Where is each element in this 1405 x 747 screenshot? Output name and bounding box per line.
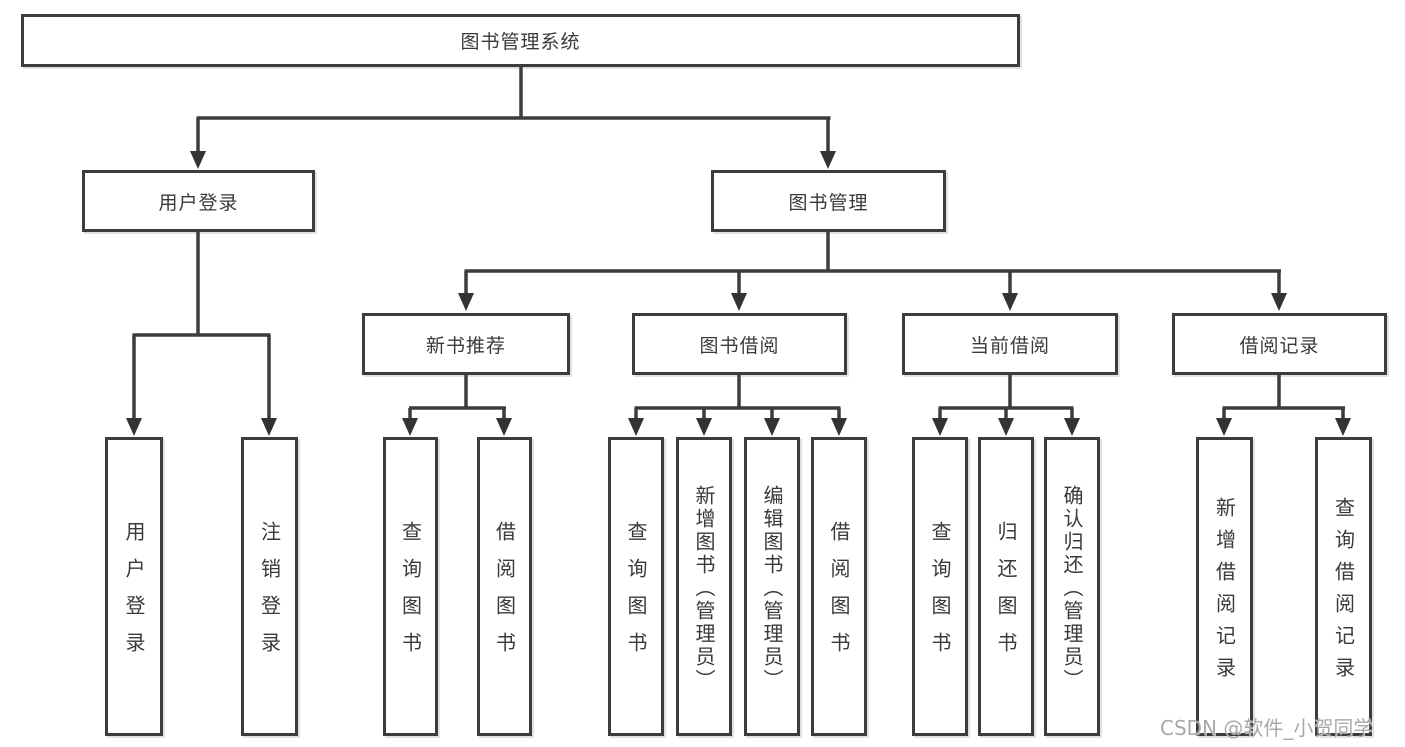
leaf-logout: 注销登录 (241, 437, 298, 736)
node-book-management-label: 图书管理 (788, 191, 869, 214)
leaf-confirm-return-admin: 确认归还（管理员） (1044, 437, 1100, 736)
connector-newbook-to-leaves (402, 375, 512, 436)
leaf-query-borrow-record: 查询借阅记录 (1315, 437, 1372, 736)
connector-userlogin-to-leaves (126, 231, 277, 436)
node-current-borrowing: 当前借阅 (902, 313, 1118, 375)
leaf-add-borrow-record-label: 新增借阅记录 (1212, 496, 1237, 689)
connector-records-to-leaves (1216, 375, 1351, 436)
node-book-borrowing-label: 图书借阅 (699, 334, 780, 357)
leaf-confirm-return-admin-label: 确认归还（管理员） (1060, 484, 1084, 692)
leaf-query-books-recommend: 查询图书 (383, 437, 438, 736)
leaf-add-borrow-record: 新增借阅记录 (1196, 437, 1253, 736)
leaf-query-books-current-label: 查询图书 (928, 521, 952, 669)
leaf-edit-books-admin: 编辑图书（管理员） (744, 437, 800, 736)
csdn-watermark: CSDN @软件_小贺同学 (1160, 716, 1374, 740)
leaf-borrow-books-recommend-label: 借阅图书 (492, 521, 517, 669)
connector-current-to-leaves (932, 374, 1080, 436)
node-borrowing-records: 借阅记录 (1172, 313, 1387, 375)
node-book-borrowing: 图书借阅 (632, 313, 847, 375)
leaf-borrow-books-label: 借阅图书 (827, 521, 851, 669)
connector-borrow-to-leaves (628, 374, 847, 436)
node-user-login-label: 用户登录 (158, 191, 239, 214)
leaf-query-books-recommend-label: 查询图书 (398, 521, 423, 669)
leaf-edit-books-admin-label: 编辑图书（管理员） (760, 484, 784, 692)
connector-bookmgmt-to-level3 (458, 231, 1287, 311)
leaf-add-books-admin-label: 新增图书（管理员） (692, 484, 716, 692)
node-system-root-label: 图书管理系统 (460, 31, 581, 53)
node-user-login: 用户登录 (82, 170, 315, 232)
node-borrowing-records-label: 借阅记录 (1239, 334, 1320, 357)
node-book-management: 图书管理 (711, 170, 946, 232)
leaf-query-books-current: 查询图书 (912, 437, 968, 736)
node-new-book-recommend-label: 新书推荐 (425, 334, 506, 357)
leaf-add-books-admin: 新增图书（管理员） (676, 437, 732, 736)
leaf-user-login-label: 用户登录 (122, 521, 146, 669)
connector-root-to-level2 (190, 66, 836, 169)
leaf-borrow-books-recommend: 借阅图书 (477, 437, 532, 736)
leaf-user-login: 用户登录 (105, 437, 163, 736)
leaf-query-books-borrow: 查询图书 (608, 437, 664, 736)
leaf-query-borrow-record-label: 查询借阅记录 (1331, 496, 1356, 689)
leaf-borrow-books: 借阅图书 (811, 437, 867, 736)
leaf-query-books-borrow-label: 查询图书 (624, 521, 648, 669)
node-system-root: 图书管理系统 (21, 14, 1020, 67)
node-current-borrowing-label: 当前借阅 (969, 334, 1050, 357)
leaf-return-books-label: 归还图书 (994, 521, 1018, 669)
leaf-logout-label: 注销登录 (257, 521, 282, 669)
leaf-return-books: 归还图书 (978, 437, 1034, 736)
node-new-book-recommend: 新书推荐 (362, 313, 570, 375)
